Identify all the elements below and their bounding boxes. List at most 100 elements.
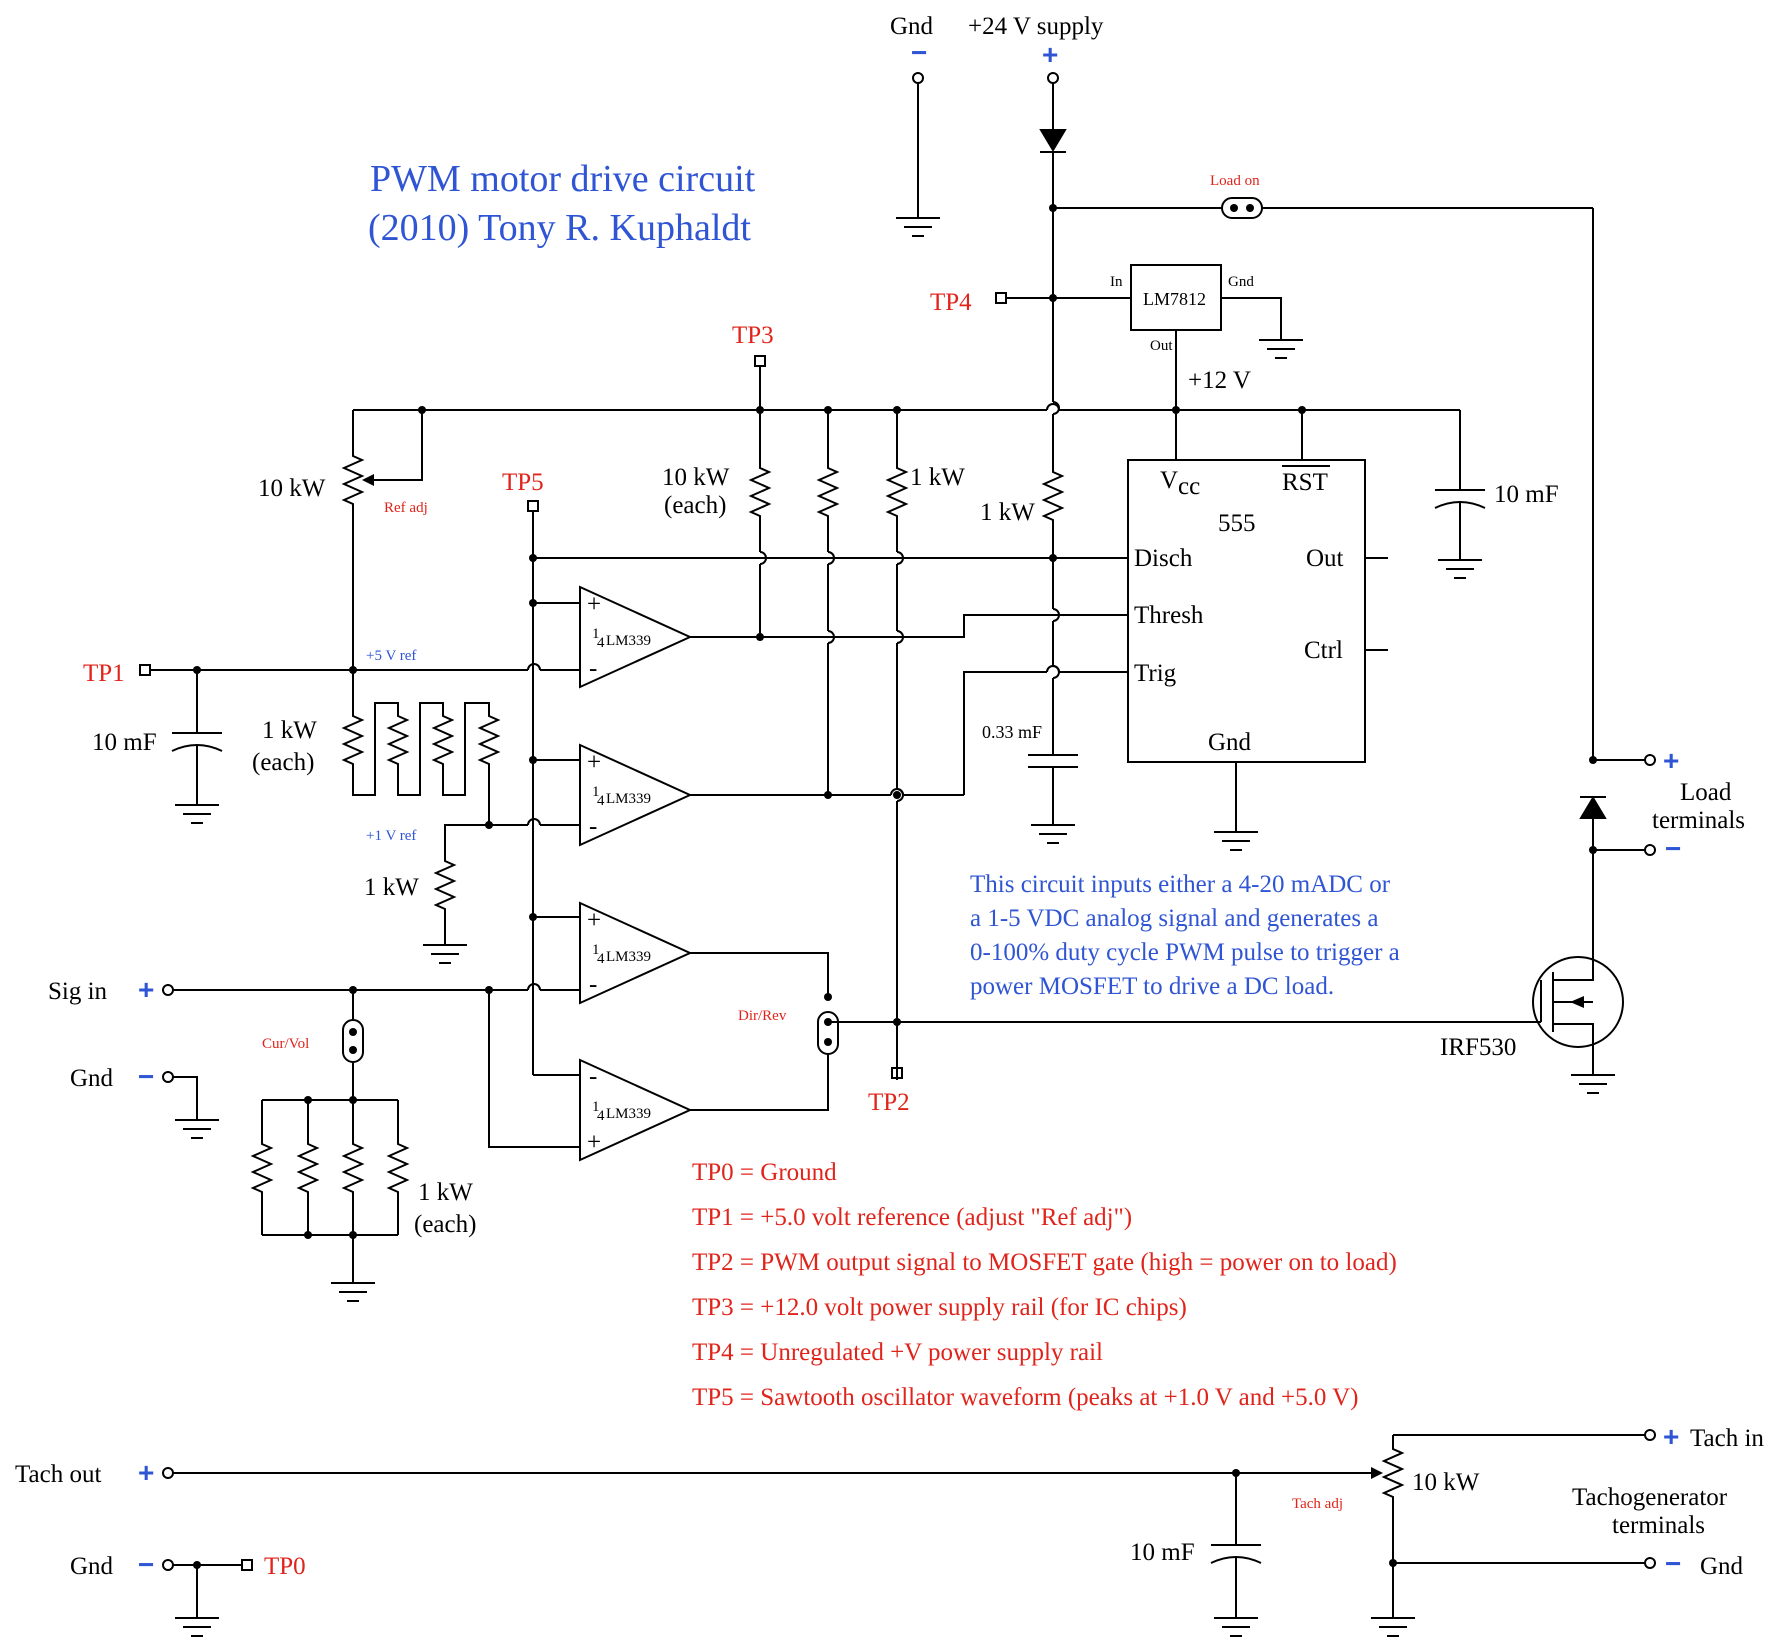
supply-plus-terminal[interactable] bbox=[1047, 72, 1059, 84]
svg-text:+: + bbox=[587, 907, 601, 934]
v5ref-label: +5 V ref bbox=[366, 648, 416, 664]
svg-text:-: - bbox=[589, 971, 597, 998]
svg-text:−: − bbox=[1665, 833, 1681, 864]
tachogen-label-2: terminals bbox=[1612, 1512, 1705, 1539]
load-on-label: Load on bbox=[1210, 173, 1260, 189]
tp4-point[interactable] bbox=[995, 292, 1007, 304]
timer-thresh: Thresh bbox=[1134, 602, 1204, 629]
lm7812-label: LM7812 bbox=[1143, 289, 1206, 309]
comparator-2: +- 1 4 LM339 bbox=[579, 744, 691, 846]
svg-text:4: 4 bbox=[597, 793, 605, 809]
tp0-point[interactable] bbox=[241, 1559, 253, 1571]
tach-in-terminal[interactable] bbox=[1644, 1429, 1656, 1441]
load-label-2: terminals bbox=[1652, 807, 1745, 834]
sig-in-terminal[interactable] bbox=[162, 984, 174, 996]
tp1-point[interactable] bbox=[139, 664, 151, 676]
timer-disch: Disch bbox=[1134, 545, 1193, 572]
svg-text:TP2 = PWM output signal to MOS: TP2 = PWM output signal to MOSFET gate (… bbox=[692, 1249, 1397, 1276]
timing-network: 1 kW 0.33 mF bbox=[980, 465, 1128, 844]
timer-ctrl: Ctrl bbox=[1304, 637, 1343, 664]
reg-gnd-label: Gnd bbox=[1228, 274, 1254, 290]
load-plus-terminal[interactable] bbox=[1644, 754, 1656, 766]
tp1-label: TP1 bbox=[83, 660, 125, 687]
tach-in-label: Tach in bbox=[1690, 1425, 1764, 1452]
svg-text:1: 1 bbox=[592, 1099, 600, 1115]
svg-text:1: 1 bbox=[592, 942, 600, 958]
tachogen-label-1: Tachogenerator bbox=[1572, 1484, 1728, 1511]
svg-text:TP5 = Sawtooth oscillator wave: TP5 = Sawtooth oscillator waveform (peak… bbox=[692, 1384, 1359, 1411]
cur-vol-label: Cur/Vol bbox=[262, 1036, 309, 1052]
ladder-label-1: 1 kW bbox=[262, 717, 317, 744]
supply-minus-sign: − bbox=[911, 37, 927, 68]
ground-icon bbox=[1213, 1617, 1259, 1637]
svg-text:-: - bbox=[589, 813, 597, 840]
svg-text:1: 1 bbox=[592, 784, 600, 800]
r-1k-timer-label: 1 kW bbox=[980, 499, 1035, 526]
ground-icon bbox=[330, 1282, 376, 1302]
sig-in-plus: + bbox=[138, 974, 154, 1005]
ref-pot-label: 10 kW bbox=[258, 475, 326, 502]
tp2-point[interactable] bbox=[891, 1067, 903, 1079]
ground-icon bbox=[422, 944, 468, 964]
tach-out-terminal[interactable] bbox=[162, 1467, 174, 1479]
pullup-resistors: 10 kW (each) 1 kW bbox=[662, 410, 965, 1080]
gnd-tach-label: Gnd bbox=[70, 1553, 114, 1580]
gnd-in-minus: − bbox=[138, 1061, 154, 1092]
ground-icon bbox=[1437, 559, 1483, 579]
tp2-label: TP2 bbox=[868, 1089, 910, 1116]
gnd-tach-terminal[interactable] bbox=[162, 1559, 174, 1571]
r-10k-each-label-1: 10 kW bbox=[662, 464, 730, 491]
gnd-in-terminal[interactable] bbox=[162, 1071, 174, 1083]
c-tach-label: 10 mF bbox=[1130, 1539, 1195, 1566]
tp3-point[interactable] bbox=[754, 355, 766, 367]
tp5-point[interactable] bbox=[527, 500, 539, 512]
svg-text:cc: cc bbox=[1178, 473, 1200, 500]
svg-text:TP3 = +12.0 volt power supply: TP3 = +12.0 volt power supply rail (for … bbox=[692, 1294, 1187, 1321]
svg-text:+: + bbox=[1663, 745, 1679, 776]
load-minus-terminal[interactable] bbox=[1644, 844, 1656, 856]
output-stage: Dir/Rev TP2 IRF530 + − Load terminals bbox=[690, 745, 1745, 1116]
comparator-4: -+ 1 4 LM339 bbox=[579, 1059, 691, 1161]
load-on-jumper[interactable] bbox=[1221, 197, 1263, 219]
tach-pot-label: 10 kW bbox=[1412, 1469, 1480, 1496]
title-block: PWM motor drive circuit (2010) Tony R. K… bbox=[368, 158, 756, 249]
signal-input: Sig in + Gnd − Cur/Vol 1 kW (each) bbox=[48, 974, 580, 1302]
test-point-legend: TP0 = Ground TP1 = +5.0 volt reference (… bbox=[692, 1159, 1397, 1411]
v1ref-label: +1 V ref bbox=[366, 828, 416, 844]
svg-text:-: - bbox=[589, 1063, 597, 1090]
r-1k-bottom-label: 1 kW bbox=[364, 874, 419, 901]
svg-text:1: 1 bbox=[592, 626, 600, 642]
svg-text:4: 4 bbox=[597, 635, 605, 651]
title-line-1: PWM motor drive circuit bbox=[370, 158, 756, 200]
tach-pot-icon bbox=[1383, 1442, 1403, 1504]
svg-text:4: 4 bbox=[597, 1108, 605, 1124]
load-label-1: Load bbox=[1680, 779, 1732, 806]
dir-rev-label: Dir/Rev bbox=[738, 1008, 787, 1024]
supply-24v-label: +24 V supply bbox=[968, 13, 1104, 40]
tach-gnd-terminal[interactable] bbox=[1644, 1557, 1656, 1569]
svg-text:+: + bbox=[587, 1129, 601, 1156]
c-033-label: 0.33 mF bbox=[982, 722, 1042, 742]
timer-vcc: V bbox=[1160, 467, 1178, 494]
ground-icon bbox=[1570, 1074, 1616, 1094]
flyback-diode-icon bbox=[1579, 796, 1607, 819]
comparator-3: +- 1 4 LM339 bbox=[579, 902, 691, 1004]
mosfet-icon bbox=[1532, 956, 1624, 1048]
reg-in-label: In bbox=[1110, 274, 1123, 290]
svg-text:+: + bbox=[1663, 1421, 1679, 1452]
svg-text:a 1-5 VDC analog signal and ge: a 1-5 VDC analog signal and generates a bbox=[970, 905, 1378, 932]
r-1k-top-label: 1 kW bbox=[910, 464, 965, 491]
svg-text:+: + bbox=[587, 591, 601, 618]
shunt-label-1: 1 kW bbox=[418, 1179, 473, 1206]
cur-vol-jumper[interactable] bbox=[342, 1019, 364, 1063]
ground-icon bbox=[174, 1617, 220, 1637]
tach-adj-label: Tach adj bbox=[1292, 1496, 1343, 1512]
supply-gnd-terminal[interactable] bbox=[912, 72, 924, 84]
svg-text:power MOSFET to drive a DC loa: power MOSFET to drive a DC load. bbox=[970, 973, 1334, 1000]
description-text: This circuit inputs either a 4-20 mADC o… bbox=[970, 871, 1400, 1000]
supply-diode-icon bbox=[1039, 129, 1067, 152]
svg-text:0-100% duty cycle PWM pulse to: 0-100% duty cycle PWM pulse to trigger a bbox=[970, 939, 1400, 966]
reg-out-label: Out bbox=[1150, 338, 1173, 354]
svg-text:LM339: LM339 bbox=[606, 633, 651, 649]
